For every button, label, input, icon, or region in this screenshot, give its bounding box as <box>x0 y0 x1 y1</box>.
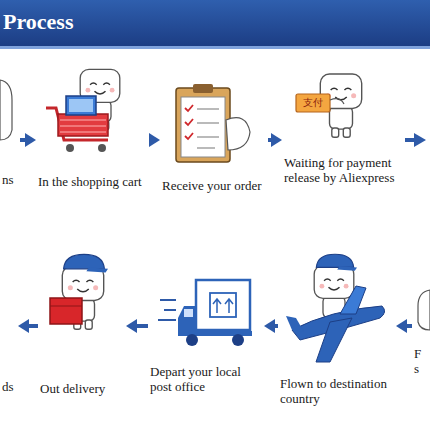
header-title: Process <box>3 9 73 35</box>
payment-scene <box>296 74 362 137</box>
flow-arrow <box>264 319 278 333</box>
arrow-head <box>25 133 36 147</box>
process-step: ns <box>2 60 18 188</box>
tag-text: 支付 <box>296 98 330 108</box>
flow-arrow <box>268 133 282 147</box>
process-step: Out delivery <box>40 245 124 397</box>
flow-arrow <box>126 319 148 333</box>
process-step: Receive your order <box>162 60 266 194</box>
step-caption: In the shopping cart <box>38 174 148 190</box>
process-step: Waiting for payment release by Aliexpres… <box>284 60 402 186</box>
arrow-head <box>18 319 29 333</box>
flow-arrow <box>149 133 160 147</box>
cart-scene <box>46 69 120 152</box>
process-step: ds <box>2 245 16 395</box>
flow-arrow <box>405 133 426 147</box>
step-caption: Out delivery <box>40 381 124 397</box>
flight-scene <box>286 254 385 362</box>
step-caption: Waiting for payment release by Aliexpres… <box>284 155 402 186</box>
flow-arrow <box>396 319 412 333</box>
step-caption: Depart your local post office <box>150 364 262 395</box>
process-step: In the shopping cart <box>38 60 148 190</box>
arrow-head <box>149 133 160 147</box>
flow-arrow <box>20 133 36 147</box>
step-caption: Receive your order <box>162 178 266 194</box>
process-step: Flown to destination country <box>280 245 394 407</box>
clipboard-scene <box>176 84 250 162</box>
step-caption: ns <box>2 172 18 188</box>
arrow-head <box>264 319 275 333</box>
process-step: F s <box>414 245 428 377</box>
arrow-head <box>126 319 137 333</box>
partial-figure <box>418 290 430 330</box>
process-step: Depart your local post office <box>150 245 262 395</box>
truck-scene <box>158 280 252 346</box>
arrow-head <box>396 319 407 333</box>
header-band <box>0 0 430 46</box>
step-caption: F s <box>414 346 428 377</box>
header-rule <box>0 46 430 49</box>
flow-arrow <box>18 319 38 333</box>
partial-figure <box>0 80 12 140</box>
step-caption: ds <box>2 379 16 395</box>
arrow-head <box>271 133 282 147</box>
delivery-scene <box>50 254 108 329</box>
step-caption: Flown to destination country <box>280 376 394 407</box>
